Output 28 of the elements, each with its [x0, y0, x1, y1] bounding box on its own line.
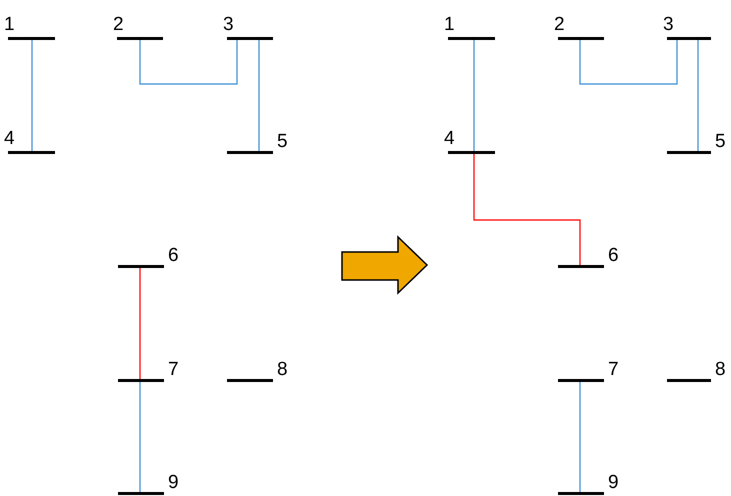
line — [697, 40, 699, 151]
line — [139, 268, 141, 379]
bus-number: 6 — [168, 246, 179, 265]
line — [139, 40, 238, 85]
line — [579, 382, 581, 492]
bus-number: 5 — [277, 132, 288, 151]
bus-number: 1 — [4, 15, 15, 34]
bus-number: 5 — [715, 132, 726, 151]
bus-number: 2 — [113, 15, 124, 34]
bus-number: 4 — [4, 129, 15, 148]
bus-number: 7 — [168, 360, 179, 379]
bus-number: 9 — [608, 473, 619, 492]
line — [473, 154, 581, 265]
line — [473, 40, 475, 151]
bus-number: 8 — [277, 360, 288, 379]
line — [139, 382, 141, 492]
bus-number: 4 — [444, 129, 455, 148]
bus-number: 1 — [444, 15, 455, 34]
line — [31, 40, 33, 151]
bus-number: 8 — [715, 360, 726, 379]
bus-number: 6 — [608, 246, 619, 265]
line — [258, 40, 260, 151]
bus-number: 3 — [663, 15, 674, 34]
bus-number: 2 — [554, 15, 565, 34]
bus-number: 9 — [168, 473, 179, 492]
bus-number: 7 — [608, 360, 619, 379]
line — [579, 40, 678, 85]
bus-number: 3 — [223, 15, 234, 34]
